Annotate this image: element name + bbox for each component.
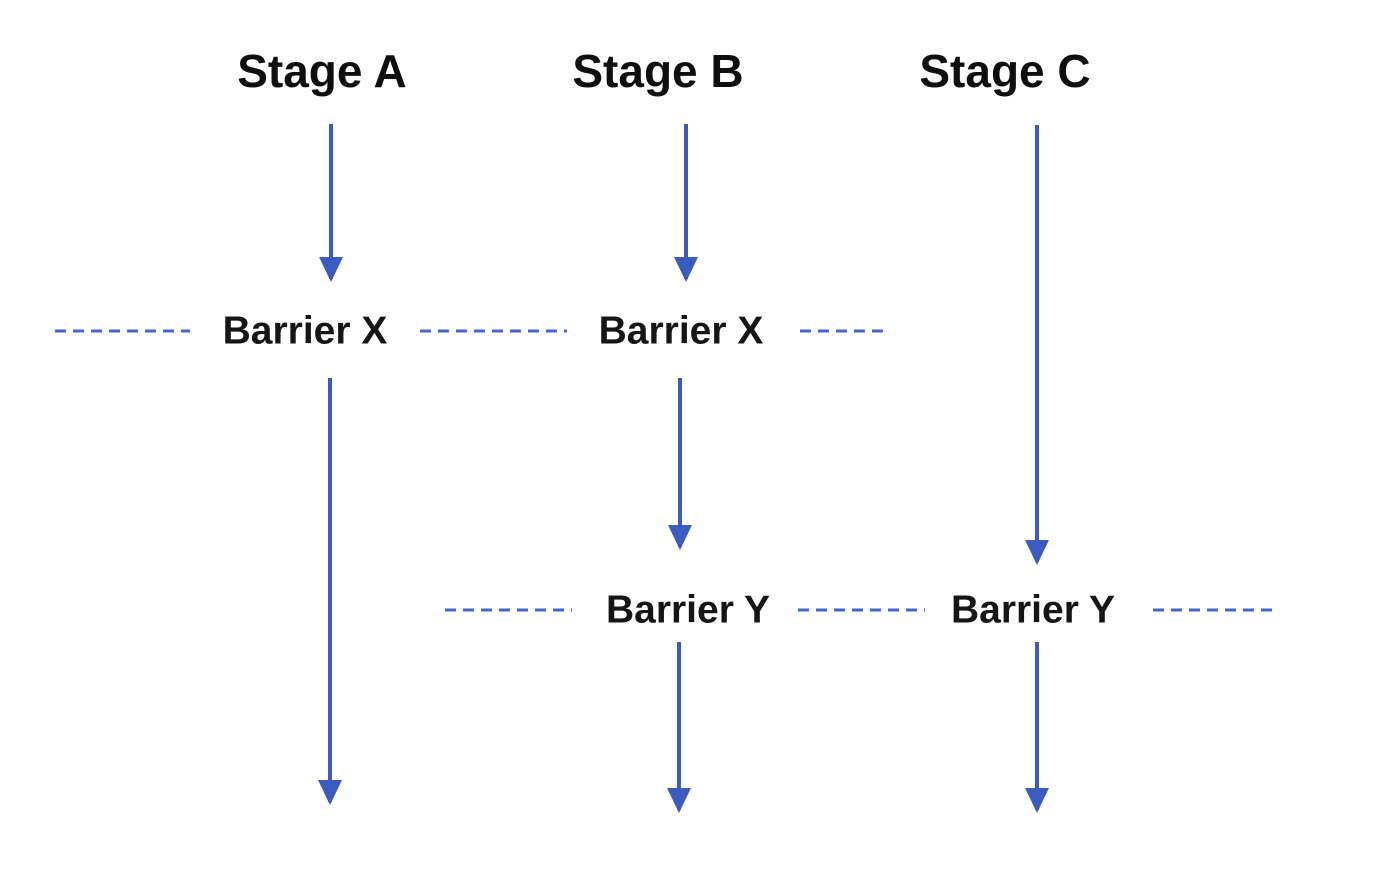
barrier-x-label-2: Barrier X [599, 310, 764, 353]
stage-b-label: Stage B [572, 45, 743, 97]
barrier-y-label-2: Barrier Y [951, 589, 1115, 632]
barrier-x-label-1: Barrier X [223, 310, 388, 353]
stage-c-label: Stage C [919, 45, 1090, 97]
stage-a-label: Stage A [237, 45, 407, 97]
barrier-y-label-1: Barrier Y [606, 589, 770, 632]
